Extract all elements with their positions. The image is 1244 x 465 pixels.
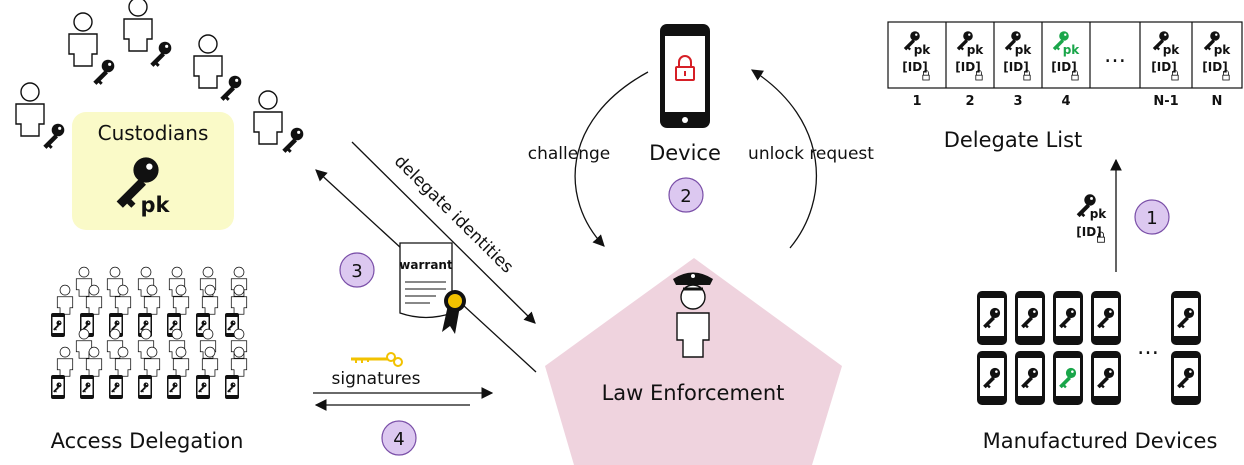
challenge-label: challenge	[528, 144, 610, 164]
law-enforcement-pentagon	[545, 258, 842, 465]
svg-text:3: 3	[351, 261, 362, 282]
delegate-person	[56, 346, 74, 377]
delegate-cell-id: [ID]	[955, 60, 980, 74]
manufactured-devices-ellipsis: …	[1137, 335, 1159, 360]
delegate-cell-2: pk [ID] 2	[955, 31, 984, 109]
delegate-phone-icon	[80, 375, 94, 399]
delegate-cell-id: [ID]	[902, 60, 927, 74]
svg-text:4: 4	[393, 429, 404, 450]
gold-keys-icon	[351, 352, 403, 367]
upload-pk-label: pk	[1090, 207, 1108, 221]
svg-text:2: 2	[680, 186, 691, 207]
delegate-cell-N-1: pk [ID] N-1	[1151, 31, 1180, 109]
delegate-phone-icon	[51, 313, 65, 337]
delegate-cell-pk: pk	[1063, 43, 1081, 57]
access-delegation-label: Access Delegation	[51, 429, 244, 453]
delegate-cell-id: [ID]	[1151, 60, 1176, 74]
delegate-person	[56, 284, 74, 315]
delegate-phone-icon	[196, 375, 210, 399]
delegate-cell-3: pk [ID] 3	[1003, 31, 1032, 109]
delegate-cell-pk: pk	[1214, 43, 1232, 57]
delegate-cell-index: 1	[912, 94, 921, 109]
signatures-label: signatures	[332, 369, 421, 389]
delegate-cell-pk: pk	[967, 43, 985, 57]
challenge-arrow	[574, 71, 649, 247]
delegate-cell-index: 4	[1061, 94, 1070, 109]
delegate-cell-id: [ID]	[1202, 60, 1227, 74]
device-label: Device	[649, 141, 721, 165]
delegate-cell-id: [ID]	[1003, 60, 1028, 74]
delegate-phone-icon	[109, 375, 123, 399]
step-badge-2: 2	[668, 177, 704, 213]
delegate-phone-icon	[167, 375, 181, 399]
delegate-list-label: Delegate List	[944, 128, 1083, 152]
delegate-phone-icon	[51, 375, 65, 399]
warrant-document-icon	[399, 242, 466, 334]
delegate-cell-pk: pk	[1163, 43, 1181, 57]
delegate-phone-icon	[138, 375, 152, 399]
warrant-label: warrant	[399, 258, 453, 272]
police-officer-icon	[673, 272, 713, 358]
manufactured-devices-grid	[977, 291, 1201, 405]
delegate-cell-index: N	[1212, 94, 1223, 109]
delegate-identities-arrow	[351, 141, 536, 324]
step-badge-4: 4	[381, 420, 417, 456]
step-badge-3: 3	[339, 252, 375, 288]
delegate-list-cells: pk [ID] 1 pk [ID] 2 pk [ID] 3 pk [ID] 4 pk [ID] N-1 pk […	[902, 31, 1231, 109]
delegate-cell-pk: pk	[1015, 43, 1033, 57]
svg-text:1: 1	[1146, 208, 1157, 229]
delegate-cell-pk: pk	[914, 43, 932, 57]
delegate-cell-4: pk [ID] 4	[1051, 31, 1080, 109]
law-enforcement-label: Law Enforcement	[602, 381, 785, 405]
delegate-cell-1: pk [ID] 1	[902, 31, 931, 109]
upload-id-label: [ID]	[1076, 225, 1101, 239]
delegate-cell-index: 3	[1013, 94, 1022, 109]
delegate-cell-index: N-1	[1153, 94, 1178, 109]
unlock-request-label: unlock request	[748, 144, 874, 164]
unlock-request-arrow	[751, 69, 817, 249]
delegate-cell-id: [ID]	[1051, 60, 1076, 74]
custodians-pk-label: pk	[141, 193, 171, 217]
custodians-label: Custodians	[98, 121, 209, 145]
delegate-cell-index: 2	[965, 94, 974, 109]
manufactured-devices-label: Manufactured Devices	[983, 429, 1218, 453]
device-phone-icon	[660, 24, 710, 128]
access-delegation-crowd	[51, 266, 248, 399]
delegate-list-ellipsis: …	[1104, 43, 1126, 68]
delegate-cell-N: pk [ID] N	[1202, 31, 1231, 109]
lock-icon	[675, 55, 695, 81]
step-badge-1: 1	[1134, 199, 1170, 235]
delegate-phone-icon	[225, 375, 239, 399]
